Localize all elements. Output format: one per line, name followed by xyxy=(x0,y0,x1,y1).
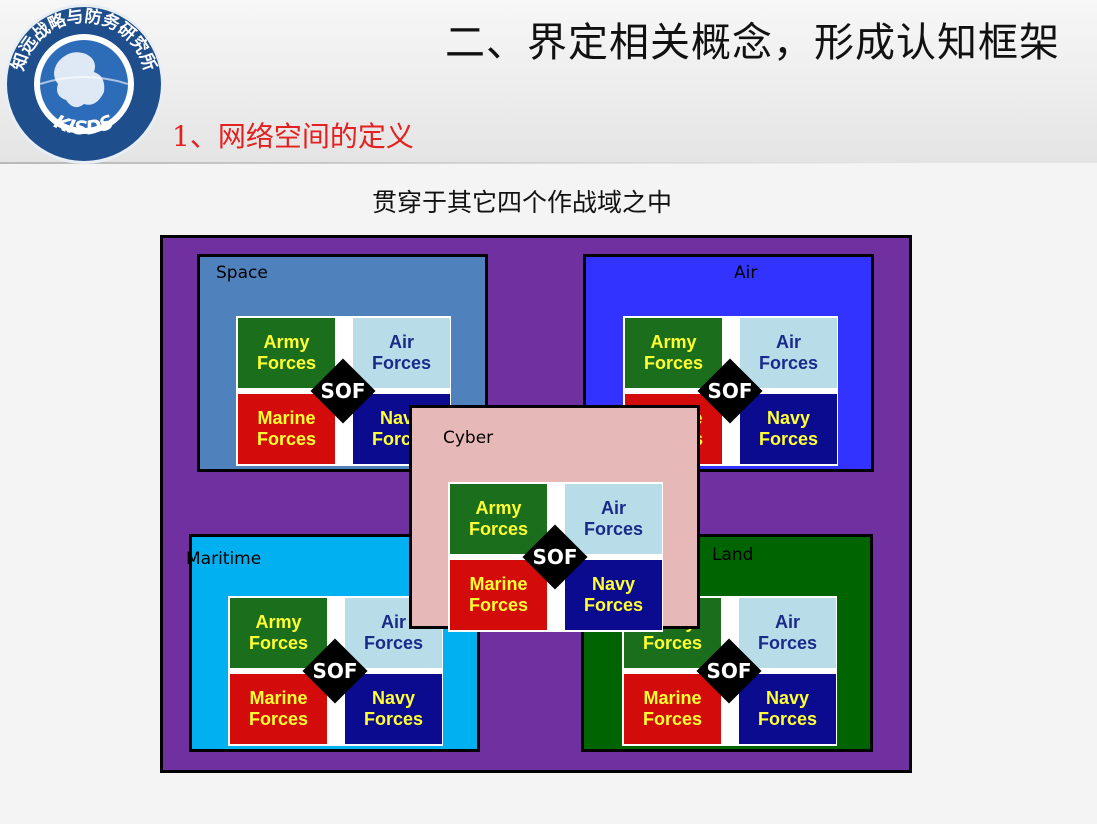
forces-grid-space: Army Forces Air Forces Marine Forces Nav… xyxy=(236,316,451,466)
page-title: 二、界定相关概念，形成认知框架 xyxy=(445,20,1060,66)
marine-forces-cell: Marine Forces xyxy=(230,674,327,744)
kisds-logo: 知远战略与防务研究所 KISDS xyxy=(4,4,164,164)
sof-label: SOF xyxy=(532,545,578,569)
section-title: 1、网络空间的定义 xyxy=(172,120,414,153)
sof-label: SOF xyxy=(312,659,358,683)
sof-label: SOF xyxy=(706,659,752,683)
domain-cyber: Cyber Army Forces Air Forces Marine Forc… xyxy=(409,405,700,632)
header-divider xyxy=(0,162,930,164)
sof-diamond: SOF xyxy=(693,635,765,707)
sof-diamond: SOF xyxy=(694,355,766,427)
domain-label-land: Land xyxy=(712,545,754,565)
domain-label-maritime: Maritime xyxy=(186,549,262,569)
domain-label-air: Air xyxy=(734,263,758,283)
sof-diamond: SOF xyxy=(519,521,591,593)
globe-continent-shape xyxy=(54,52,105,108)
diagram-caption: 贯穿于其它四个作战域之中 xyxy=(372,188,673,217)
air-forces-cell: Air Forces xyxy=(739,598,836,668)
sof-diamond: SOF xyxy=(299,635,371,707)
domain-maritime: Maritime Army Forces Air Forces Marine F… xyxy=(186,534,480,752)
air-forces-cell: Air Forces xyxy=(565,484,662,554)
forces-grid-maritime: Army Forces Air Forces Marine Forces Nav… xyxy=(228,596,443,746)
sof-label: SOF xyxy=(707,379,753,403)
header-band xyxy=(0,0,1097,163)
sof-label: SOF xyxy=(320,379,366,403)
marine-forces-cell: Marine Forces xyxy=(624,674,721,744)
domain-land: Land Army Forces Air Forces Marine Force… xyxy=(581,534,873,752)
forces-grid-cyber: Army Forces Air Forces Marine Forces Nav… xyxy=(448,482,663,632)
domain-label-space: Space xyxy=(216,263,268,283)
sof-diamond: SOF xyxy=(307,355,379,427)
domain-label-cyber: Cyber xyxy=(443,428,494,448)
forces-grid-land: Army Forces Air Forces Marine Forces Nav… xyxy=(622,596,837,746)
